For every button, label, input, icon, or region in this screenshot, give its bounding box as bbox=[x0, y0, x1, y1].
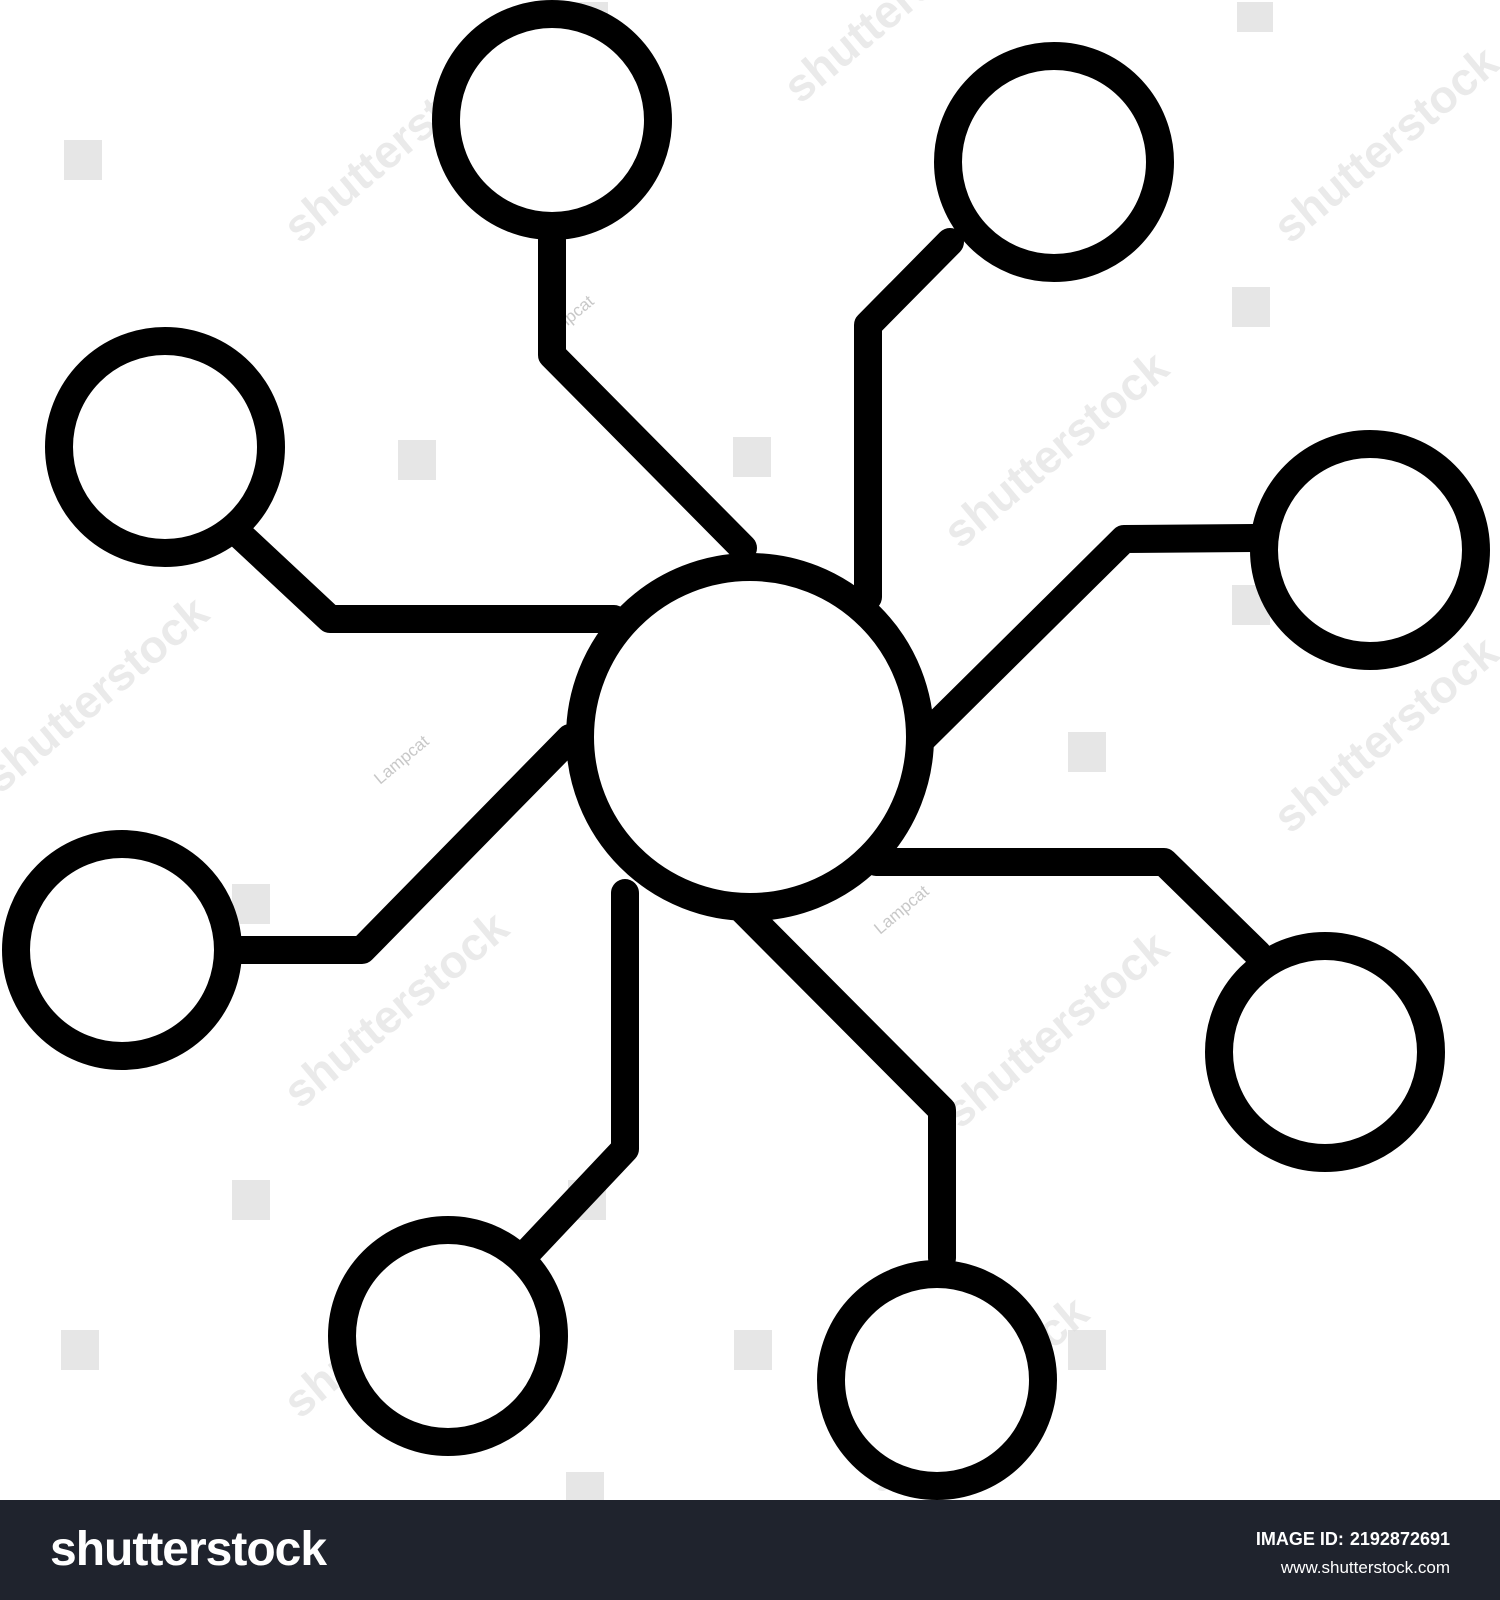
image-id-value: 2192872691 bbox=[1349, 1529, 1450, 1549]
watermark-mark bbox=[61, 1330, 99, 1370]
watermark-contributor: Lampcat bbox=[870, 881, 932, 938]
network-diagram: shutterstock shutterstock shutterstock s… bbox=[0, 0, 1500, 1500]
satellite-node-left bbox=[2, 830, 242, 1070]
watermark-mark bbox=[232, 1180, 270, 1220]
watermark-mark bbox=[232, 884, 270, 924]
watermark-mark bbox=[64, 140, 102, 180]
watermark-mark bbox=[398, 440, 436, 480]
connector-bottom-right bbox=[726, 893, 956, 1272]
satellite-node-bottom-left bbox=[328, 1216, 568, 1456]
site-url: www.shutterstock.com bbox=[1280, 1558, 1450, 1577]
satellite-node-upper-left bbox=[45, 327, 285, 567]
connector-right bbox=[905, 524, 1268, 756]
stock-footer-bar: shutterstock IMAGE ID:2192872691 www.shu… bbox=[0, 1500, 1500, 1600]
watermark-mark bbox=[1232, 287, 1270, 327]
watermark-mark bbox=[566, 1472, 604, 1500]
connector-lines bbox=[216, 226, 1272, 1272]
image-canvas: shutterstock shutterstock shutterstock s… bbox=[0, 0, 1500, 1500]
satellite-node-right bbox=[1250, 430, 1490, 670]
connector-upper-left bbox=[226, 521, 628, 633]
watermark-brand: shutterstock bbox=[933, 920, 1178, 1138]
shutterstock-logo: shutterstock bbox=[50, 1523, 327, 1576]
satellite-node-bottom-right bbox=[817, 1260, 1057, 1500]
watermark-mark bbox=[1068, 1330, 1106, 1370]
satellite-node-top-right bbox=[934, 42, 1174, 282]
connector-lower-right bbox=[862, 848, 1272, 968]
satellite-node-top bbox=[432, 0, 672, 240]
watermark-contributor: Lampcat bbox=[370, 731, 432, 788]
connector-top bbox=[538, 226, 757, 562]
watermark-mark bbox=[1237, 2, 1273, 32]
watermark-mark bbox=[734, 1330, 772, 1370]
node-circles bbox=[2, 0, 1490, 1500]
satellite-node-lower-right bbox=[1205, 932, 1445, 1172]
watermark-brand: shutterstock bbox=[0, 585, 218, 803]
connector-top-right bbox=[854, 228, 964, 611]
connector-left bbox=[216, 724, 584, 964]
watermark-mark bbox=[733, 437, 771, 477]
watermark-mark bbox=[1068, 732, 1106, 772]
hub-node bbox=[566, 553, 934, 921]
watermark-brand: shutterstock bbox=[1263, 35, 1500, 253]
connector-bottom-left bbox=[510, 879, 639, 1270]
image-id: IMAGE ID:2192872691 bbox=[1256, 1529, 1450, 1550]
image-id-label: IMAGE ID: bbox=[1255, 1529, 1344, 1549]
